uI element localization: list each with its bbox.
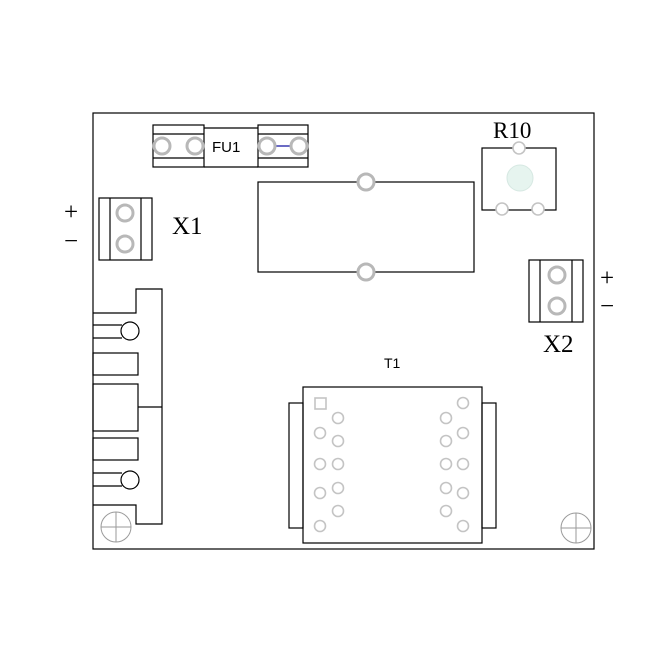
transformer-tab-right	[481, 402, 497, 529]
transformer-pin	[331, 411, 345, 425]
connector-x2: X2 + −	[528, 259, 614, 358]
resistor-pad	[495, 202, 509, 216]
transformer-pin	[331, 434, 345, 448]
connector-pad	[115, 234, 135, 254]
transformer-pin	[313, 426, 327, 440]
minus-sign: −	[64, 228, 78, 255]
fuse-pad	[289, 136, 309, 156]
transformer-pin	[456, 396, 470, 410]
fuse-fu1: FU1	[152, 124, 309, 168]
transformer-pin	[456, 457, 470, 471]
relay-terminal	[120, 470, 140, 490]
transformer-pin	[439, 481, 453, 495]
fuse-pad	[152, 136, 172, 156]
resistor-pad	[512, 141, 526, 155]
connector-body	[528, 259, 584, 323]
plus-sign: +	[600, 265, 614, 292]
transformer-pin-1	[314, 397, 327, 410]
transformer-t1: T1	[288, 355, 497, 544]
connector-pad	[115, 203, 135, 223]
transformer-pin	[313, 457, 327, 471]
transformer-pin	[439, 504, 453, 518]
transformer-pin	[313, 519, 327, 533]
mounting-hole-left	[100, 511, 132, 543]
transformer-pin	[456, 486, 470, 500]
relay-segment	[92, 383, 139, 432]
mounting-hole-right	[560, 512, 592, 544]
minus-sign: −	[600, 293, 614, 320]
resistor-pad	[531, 202, 545, 216]
resistor-r10: R10	[481, 118, 557, 216]
transformer-body	[302, 386, 483, 544]
transformer-tab-left	[288, 402, 304, 529]
large-component	[257, 172, 475, 282]
component-pad	[356, 172, 376, 192]
connector-label: X1	[172, 213, 203, 240]
fuse-pad	[185, 136, 205, 156]
relay-block	[92, 288, 163, 525]
connector-label: X2	[543, 331, 574, 358]
plus-sign: +	[64, 199, 78, 226]
transformer-label: T1	[384, 355, 401, 371]
connector-x1: X1 + −	[64, 197, 203, 261]
transformer-pin	[313, 486, 327, 500]
transformer-pin	[331, 481, 345, 495]
transformer-pin	[331, 504, 345, 518]
connector-pad	[547, 265, 567, 285]
board-outline	[92, 112, 595, 550]
connector-body	[98, 197, 153, 261]
relay-terminal	[120, 321, 140, 341]
transformer-pin	[456, 426, 470, 440]
transformer-pin	[331, 457, 345, 471]
transformer-pin	[439, 434, 453, 448]
relay-segment	[92, 352, 139, 376]
resistor-label: R10	[493, 118, 531, 143]
led-indicator	[506, 164, 534, 192]
relay-segment	[92, 437, 139, 461]
connector-pad	[547, 296, 567, 316]
transformer-pin	[439, 411, 453, 425]
component-body	[257, 181, 475, 273]
component-pad	[356, 262, 376, 282]
transformer-pin	[439, 457, 453, 471]
transformer-pin	[456, 519, 470, 533]
fuse-pad	[257, 136, 277, 156]
fuse-label: FU1	[212, 139, 240, 156]
transformer-pins	[313, 396, 470, 533]
